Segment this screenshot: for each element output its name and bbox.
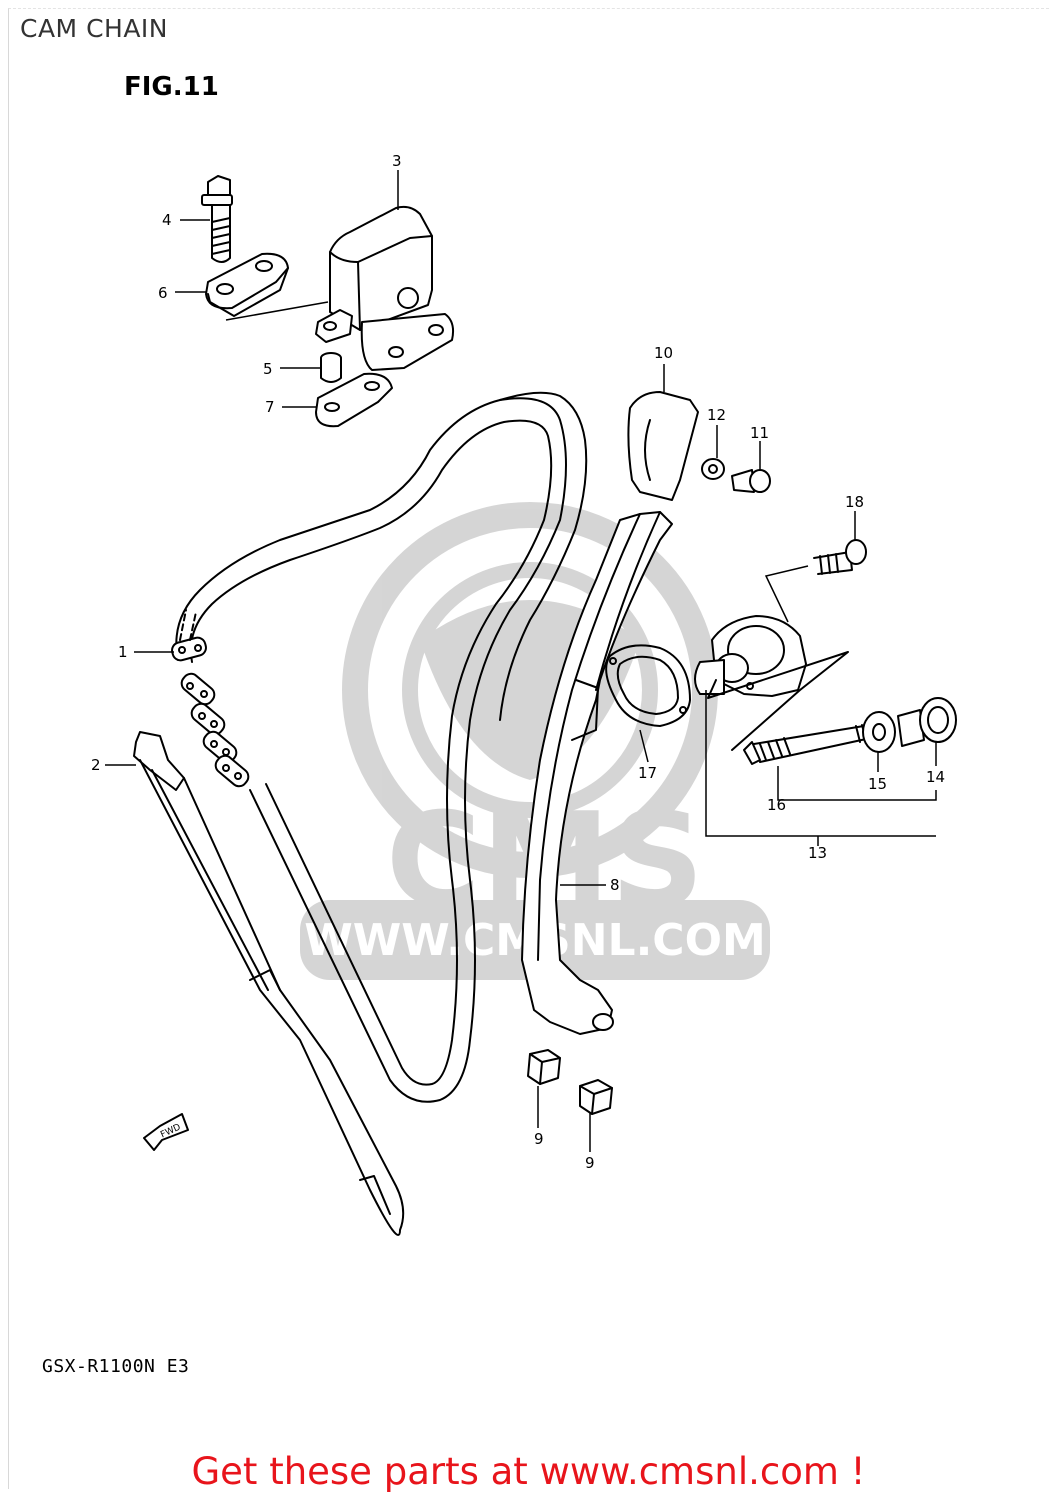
tensioner-body: [694, 615, 849, 751]
callout-10: 10: [654, 344, 673, 362]
callout-6: 6: [158, 284, 168, 302]
callout-16: 16: [767, 796, 786, 814]
rod-part-16: [743, 723, 881, 765]
bolt-part-4: [201, 175, 233, 263]
model-code: GSX-R1100N E3: [42, 1356, 190, 1377]
cushion-part-9a: [527, 1049, 561, 1085]
callout-8: 8: [610, 876, 620, 894]
bolt-part-11: [731, 469, 771, 493]
callout-1: 1: [118, 643, 128, 661]
chain-links: [171, 636, 250, 788]
gasket-part-17: [605, 644, 691, 727]
dowel-part-5: [320, 352, 342, 383]
plate-part-7: [315, 372, 393, 428]
chain-guide-part-3: [225, 205, 455, 371]
guide-part-2: [133, 731, 405, 1236]
callout-17: 17: [638, 764, 657, 782]
cushion-part-9b: [579, 1079, 613, 1115]
bolt-part-18: [764, 539, 867, 623]
washer-part-15: [862, 711, 896, 753]
callout-11: 11: [750, 424, 769, 442]
callout-18: 18: [845, 493, 864, 511]
callout-7: 7: [265, 398, 275, 416]
callout-13: 13: [808, 844, 827, 862]
callout-15: 15: [868, 775, 887, 793]
callout-9b: 9: [585, 1154, 595, 1172]
fwd-arrow-icon: FWD: [143, 1113, 189, 1151]
cap-bolt-part-14: [897, 697, 957, 747]
page-title: CAM CHAIN: [20, 14, 169, 43]
callout-5: 5: [263, 360, 273, 378]
washer-part-12: [701, 458, 725, 480]
plate-part-6: [205, 252, 289, 317]
callout-3: 3: [392, 152, 402, 170]
leader-lines: [105, 170, 937, 1152]
get-parts-link[interactable]: Get these parts at www.cmsnl.com !: [191, 1450, 866, 1493]
callout-2: 2: [91, 756, 101, 774]
tensioner-guide-part-8: [521, 511, 673, 1035]
callout-12: 12: [707, 406, 726, 424]
guide-block-part-10: [627, 391, 699, 501]
callout-9a: 9: [534, 1130, 544, 1148]
callouts: 3 4 6 5 7 10 12 11 18 1 2 17 16 15 14 13…: [91, 152, 945, 1172]
callout-14: 14: [926, 768, 945, 786]
figure-label: FIG.11: [124, 72, 219, 102]
callout-4: 4: [162, 211, 172, 229]
cam-chain-part-1: [171, 391, 588, 1103]
